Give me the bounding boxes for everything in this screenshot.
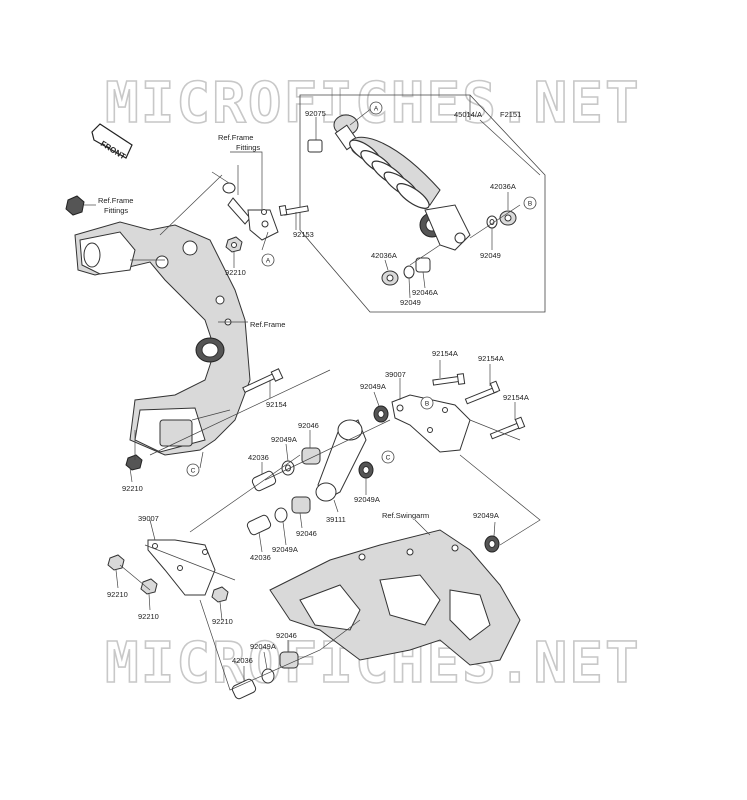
- ref-frame-fittings-left-line2: Fittings: [104, 206, 128, 215]
- part-label-92154a-2: 92154A: [478, 354, 504, 363]
- washer-92049a-3: [358, 461, 374, 479]
- frame-section: [74, 221, 251, 456]
- callout-b-top: B: [523, 196, 537, 210]
- washer-92049a-1: [373, 405, 389, 423]
- nut-92210-b: [140, 578, 158, 595]
- part-label-92210-left: 92210: [122, 484, 143, 493]
- nut-92210-c: [211, 586, 229, 603]
- part-label-92046-1: 92046: [298, 421, 319, 430]
- part-label-92049a-5: 92049A: [473, 511, 499, 520]
- part-label-92153: 92153: [293, 230, 314, 239]
- callout-c-left: C: [186, 463, 200, 477]
- part-label-92210-b: 92210: [138, 612, 159, 621]
- ref-frame-fittings-top-line2: Fittings: [236, 143, 260, 152]
- part-label-92049a-4: 92049A: [272, 545, 298, 554]
- frame-fitting-bracket: [222, 182, 279, 241]
- bushing-92046a: [415, 257, 431, 273]
- collar-42036a-left: [381, 270, 399, 286]
- part-label-42036-3: 42036: [232, 656, 253, 665]
- ref-swingarm-label: Ref.Swingarm: [382, 511, 429, 520]
- part-label-92049-right: 92049: [480, 251, 501, 260]
- nut-92210-top: [225, 236, 243, 253]
- part-label-92049a-1: 92049A: [360, 382, 386, 391]
- svg-text:A: A: [266, 258, 271, 265]
- part-label-92046a: 92046A: [412, 288, 438, 297]
- svg-text:B: B: [425, 401, 429, 408]
- part-label-42036-2: 42036: [250, 553, 271, 562]
- part-label-92154a-1: 92154A: [432, 349, 458, 358]
- ref-frame-fittings-left-line1: Ref.Frame: [98, 196, 133, 205]
- link-39111: [315, 419, 367, 502]
- washer-92049a-5: [484, 535, 500, 553]
- washer-92049-left: [403, 265, 415, 279]
- ref-frame-label: Ref.Frame: [250, 320, 285, 329]
- part-label-39007-right: 39007: [385, 370, 406, 379]
- callout-c-mid: C: [381, 450, 395, 464]
- leader-lines: [84, 95, 541, 691]
- callout-a-mid: A: [261, 253, 275, 267]
- nut-left-frame-fitting: [65, 195, 85, 216]
- part-label-92046-3: 92046: [276, 631, 297, 640]
- collar-42036-1: [251, 470, 277, 492]
- bolt-92154a-2: [464, 380, 501, 405]
- part-label-92049-left: 92049: [400, 298, 421, 307]
- shock-absorber: [333, 114, 471, 251]
- collar-42036-2: [246, 514, 272, 536]
- collar-42036a-right: [499, 210, 517, 226]
- part-label-45014a: 45014/A: [454, 110, 482, 119]
- part-label-92210-top: 92210: [225, 268, 246, 277]
- bushing-92046-1: [301, 447, 321, 465]
- bushing-92046-2: [291, 496, 311, 514]
- washer-92049a-4: [274, 507, 288, 523]
- part-label-39007-left: 39007: [138, 514, 159, 523]
- part-label-42036a-left: 42036A: [371, 251, 397, 260]
- part-label-42036a-right: 42036A: [490, 182, 516, 191]
- part-label-92210-a: 92210: [107, 590, 128, 599]
- swingarm: [269, 529, 521, 666]
- nut-92210-a: [107, 554, 125, 571]
- ref-frame-fittings-top-line1: Ref.Frame: [218, 133, 253, 142]
- bracket-39007-left: [147, 539, 216, 596]
- collar-42036-3: [231, 678, 257, 700]
- svg-text:C: C: [386, 455, 391, 462]
- svg-text:C: C: [191, 468, 196, 475]
- bolt-92153: [278, 204, 309, 217]
- bolt-92154a-1: [432, 373, 466, 386]
- part-label-92049a-6: 92049A: [250, 642, 276, 651]
- part-label-92049a-2: 92049A: [271, 435, 297, 444]
- bushing-92075: [307, 139, 323, 153]
- part-label-92046-2: 92046: [296, 529, 317, 538]
- callout-a-top: A: [369, 101, 383, 115]
- svg-text:B: B: [528, 201, 532, 208]
- part-label-39111: 39111: [326, 515, 346, 524]
- front-arrow-icon: FRONT: [91, 123, 133, 161]
- part-label-92154: 92154: [266, 400, 287, 409]
- svg-text:A: A: [374, 106, 379, 113]
- nut-92210-left: [125, 454, 143, 471]
- part-label-42036-1: 42036: [248, 453, 269, 462]
- part-label-92154a-3: 92154A: [503, 393, 529, 402]
- callout-b-mid: B: [420, 396, 434, 410]
- part-label-f2151: F2151: [500, 110, 521, 119]
- part-label-92210-c: 92210: [212, 617, 233, 626]
- bolt-92154a-3: [489, 416, 526, 440]
- bushing-92046-3: [279, 651, 299, 669]
- part-label-92075: 92075: [305, 109, 326, 118]
- part-label-92049a-3: 92049A: [354, 495, 380, 504]
- bolt-92154: [242, 368, 284, 393]
